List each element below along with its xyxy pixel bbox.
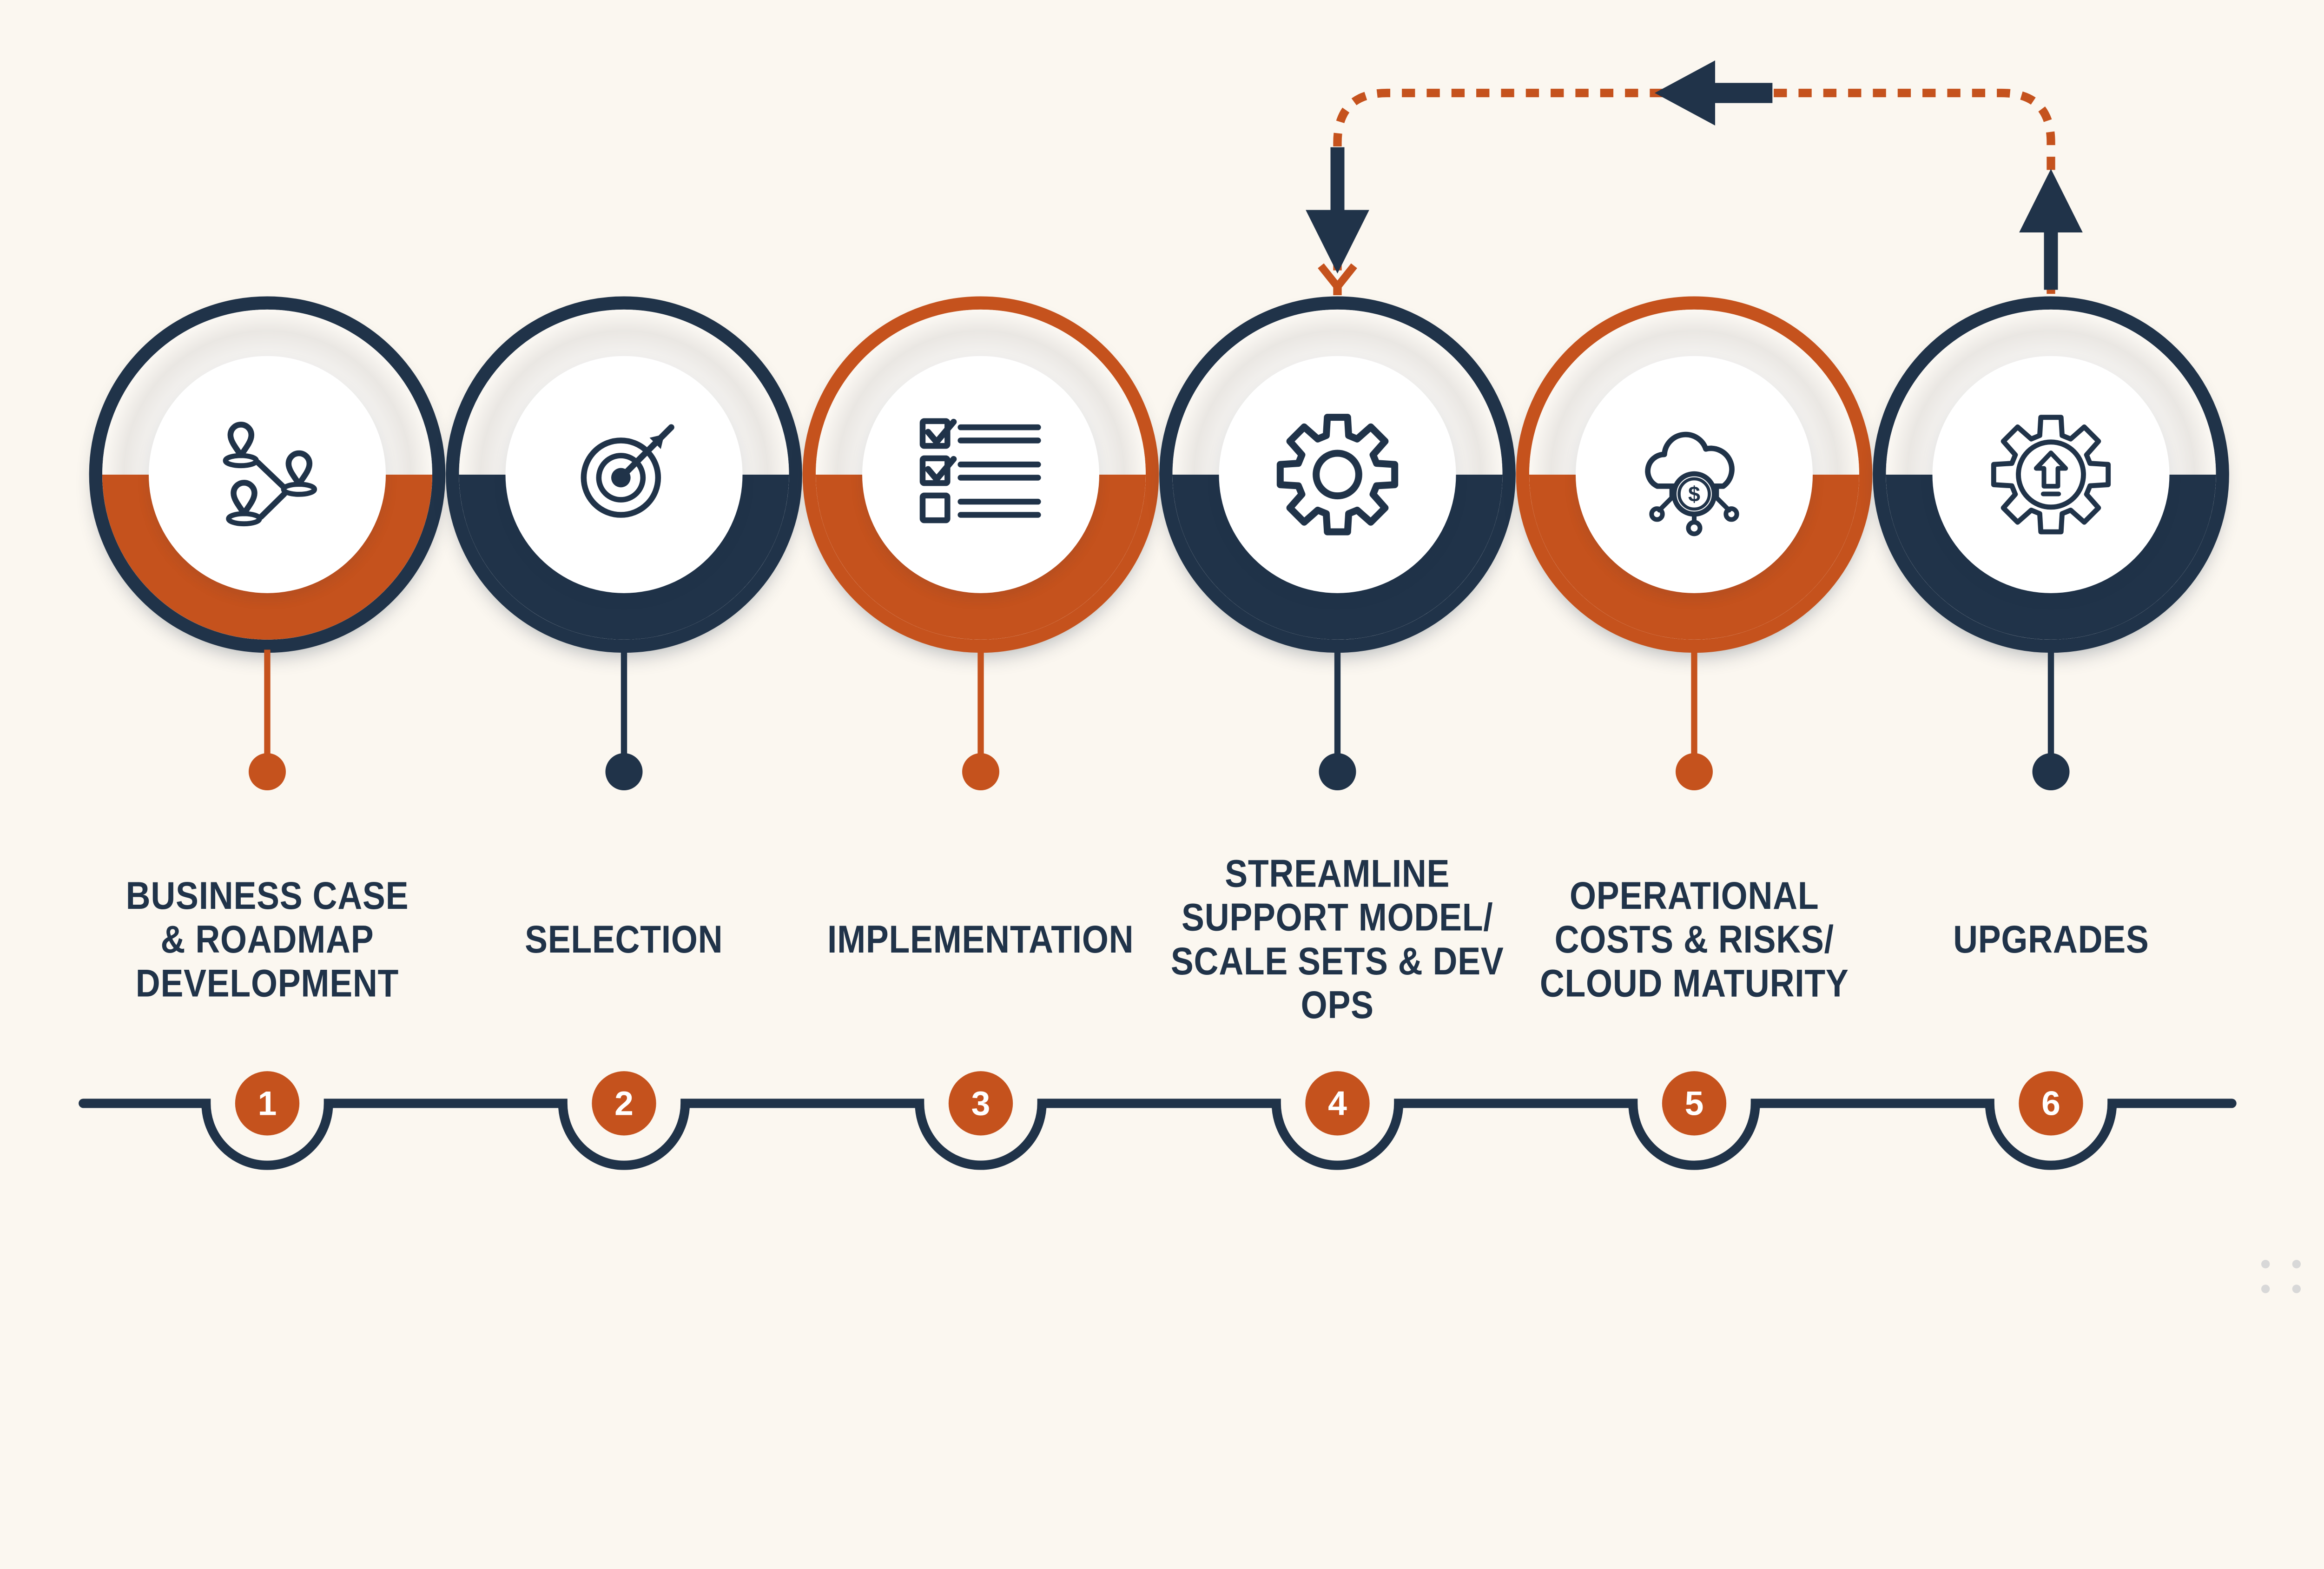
- arrow-down-icon: [1306, 147, 1369, 274]
- step-number-badge: 5: [1662, 1071, 1727, 1136]
- gear-icon: [1276, 414, 1399, 536]
- step-operational-costs: $ OPERATIONAL COSTS & RISKS/ CLOUD MATUR…: [1500, 0, 1888, 1308]
- route-map-icon: [223, 422, 317, 527]
- step-circle: [89, 296, 446, 653]
- connector-dot: [1319, 753, 1356, 790]
- step-label: SELECTION: [525, 917, 723, 961]
- circle-inner: [862, 356, 1099, 593]
- feedback-loop: [1306, 60, 2083, 295]
- connector-stem: [1691, 649, 1697, 756]
- connector-dot: [2032, 753, 2070, 790]
- connector-dot: [962, 753, 999, 790]
- step-circle: [1873, 296, 2229, 653]
- step-label: UPGRADES: [1953, 917, 2149, 961]
- connector-stem: [621, 649, 627, 756]
- corner-dot: [2261, 1260, 2270, 1269]
- circle-inner: [1932, 356, 2170, 593]
- step-streamline-support: STREAMLINE SUPPORT MODEL/ SCALE SETS & D…: [1144, 0, 1531, 1308]
- corner-dot: [2292, 1284, 2301, 1293]
- circle-inner: [149, 356, 386, 593]
- timeline-path: [79, 1099, 2237, 1170]
- corner-dot: [2292, 1260, 2301, 1269]
- gear-upgrade-icon: [1991, 415, 2111, 535]
- circle-inner: [505, 356, 743, 593]
- step-circle: $: [1516, 296, 1873, 653]
- connector-stem: [264, 649, 271, 756]
- arrow-left-icon: [1655, 60, 1773, 126]
- step-selection: SELECTION 2: [430, 0, 818, 1308]
- arrow-up-icon: [2019, 169, 2083, 290]
- connector-stem: [977, 649, 984, 756]
- step-label: OPERATIONAL COSTS & RISKS/ CLOUD MATURIT…: [1539, 874, 1849, 1005]
- arrowhead-chevron-icon: [1318, 263, 1357, 293]
- infographic-stage: BUSINESS CASE & ROADMAP DEVELOPMENT 1 SE…: [73, 0, 2313, 1308]
- step-business-case: BUSINESS CASE & ROADMAP DEVELOPMENT 1: [73, 0, 461, 1308]
- step-number-badge: 3: [948, 1071, 1013, 1136]
- connector-dot: [249, 753, 286, 790]
- connector-dot: [605, 753, 643, 790]
- corner-dot: [2261, 1284, 2270, 1293]
- connector-stem: [2047, 649, 2054, 756]
- step-implementation: IMPLEMENTATION 3: [787, 0, 1174, 1308]
- target-goal-icon: [581, 424, 674, 518]
- step-number-badge: 4: [1305, 1071, 1370, 1136]
- step-number-badge: 6: [2019, 1071, 2083, 1136]
- circle-inner: [1219, 356, 1456, 593]
- step-number-badge: 1: [235, 1071, 300, 1136]
- corner-dots-decoration: [2261, 1260, 2313, 1306]
- svg-text:$: $: [1688, 482, 1700, 506]
- step-circle: [1159, 296, 1516, 653]
- step-number-badge: 2: [592, 1071, 656, 1136]
- connector-stem: [1334, 649, 1341, 756]
- circle-inner: $: [1576, 356, 1813, 593]
- step-label: IMPLEMENTATION: [827, 917, 1134, 961]
- step-upgrades: UPGRADES 6: [1857, 0, 2245, 1308]
- feedback-dotted-path: [1333, 88, 2055, 295]
- step-label: STREAMLINE SUPPORT MODEL/ SCALE SETS & D…: [1171, 852, 1504, 1027]
- connector-dot: [1676, 753, 1713, 790]
- step-circle: [446, 296, 802, 653]
- timeline: [79, 1099, 2237, 1170]
- checklist-icon: [919, 418, 1041, 523]
- cloud-cost-icon: $: [1645, 431, 1739, 536]
- step-label: BUSINESS CASE & ROADMAP DEVELOPMENT: [125, 874, 409, 1005]
- step-circle: [802, 296, 1159, 653]
